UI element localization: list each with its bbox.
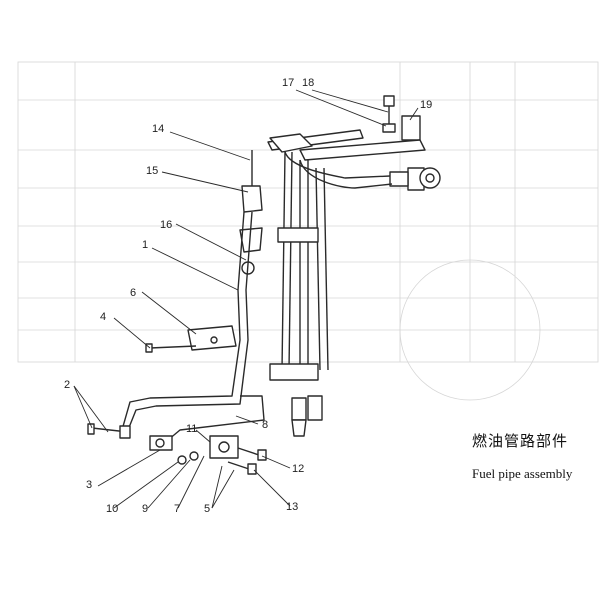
- callout-16: 16: [160, 219, 172, 231]
- vertical-pipe-bundle: [281, 151, 329, 371]
- bolt-2: [87, 423, 131, 439]
- callout-15: 15: [146, 165, 158, 177]
- callout-1: 1: [142, 239, 148, 251]
- callout-17: 17: [282, 77, 294, 89]
- diagram-title-chinese: 燃油管路部件: [472, 432, 569, 450]
- callout-2: 2: [64, 379, 70, 391]
- pipe-1-inner: [127, 211, 253, 431]
- callout-9: 9: [142, 503, 148, 515]
- leader-lines: [73, 89, 419, 509]
- bracket-16: [239, 227, 263, 275]
- callout-11: 11: [186, 423, 197, 435]
- mid-clamp: [277, 227, 319, 243]
- callout-13: 13: [286, 501, 298, 513]
- fitting-cluster-11-13: [177, 435, 267, 475]
- callout-6: 6: [130, 287, 136, 299]
- callout-4: 4: [100, 311, 106, 323]
- callout-18: 18: [302, 77, 314, 89]
- bolt-17-18: [382, 95, 396, 133]
- pipe-assembly: [87, 95, 441, 475]
- bolt-4: [145, 343, 197, 353]
- callout-5: 5: [204, 503, 210, 515]
- callout-3: 3: [86, 479, 92, 491]
- callout-8: 8: [262, 419, 268, 431]
- right-filter-fitting: [389, 167, 441, 191]
- callout-12: 12: [292, 463, 304, 475]
- upper-curve-pipe-b: [299, 159, 393, 189]
- callout-labels: 17 18 19 14 15 16 1 6 4 2 8 11 3 12 10 9…: [64, 77, 432, 515]
- upper-curve-pipe-a: [284, 151, 391, 179]
- callout-10: 10: [106, 503, 118, 515]
- long-bar: [299, 139, 426, 161]
- pipe-1: [121, 211, 245, 431]
- upper-block: [269, 133, 313, 153]
- banjo-fitting-3: [149, 435, 173, 451]
- diagram-title-english: Fuel pipe assembly: [472, 466, 573, 481]
- callout-7: 7: [174, 503, 180, 515]
- callout-14: 14: [152, 123, 164, 135]
- callout-19: 19: [420, 99, 432, 111]
- bracket-6: [187, 325, 237, 351]
- lower-clamp: [269, 363, 319, 381]
- fitting-15: [241, 150, 263, 213]
- top-clamp: [401, 115, 421, 141]
- pipe-end-fittings: [291, 395, 323, 437]
